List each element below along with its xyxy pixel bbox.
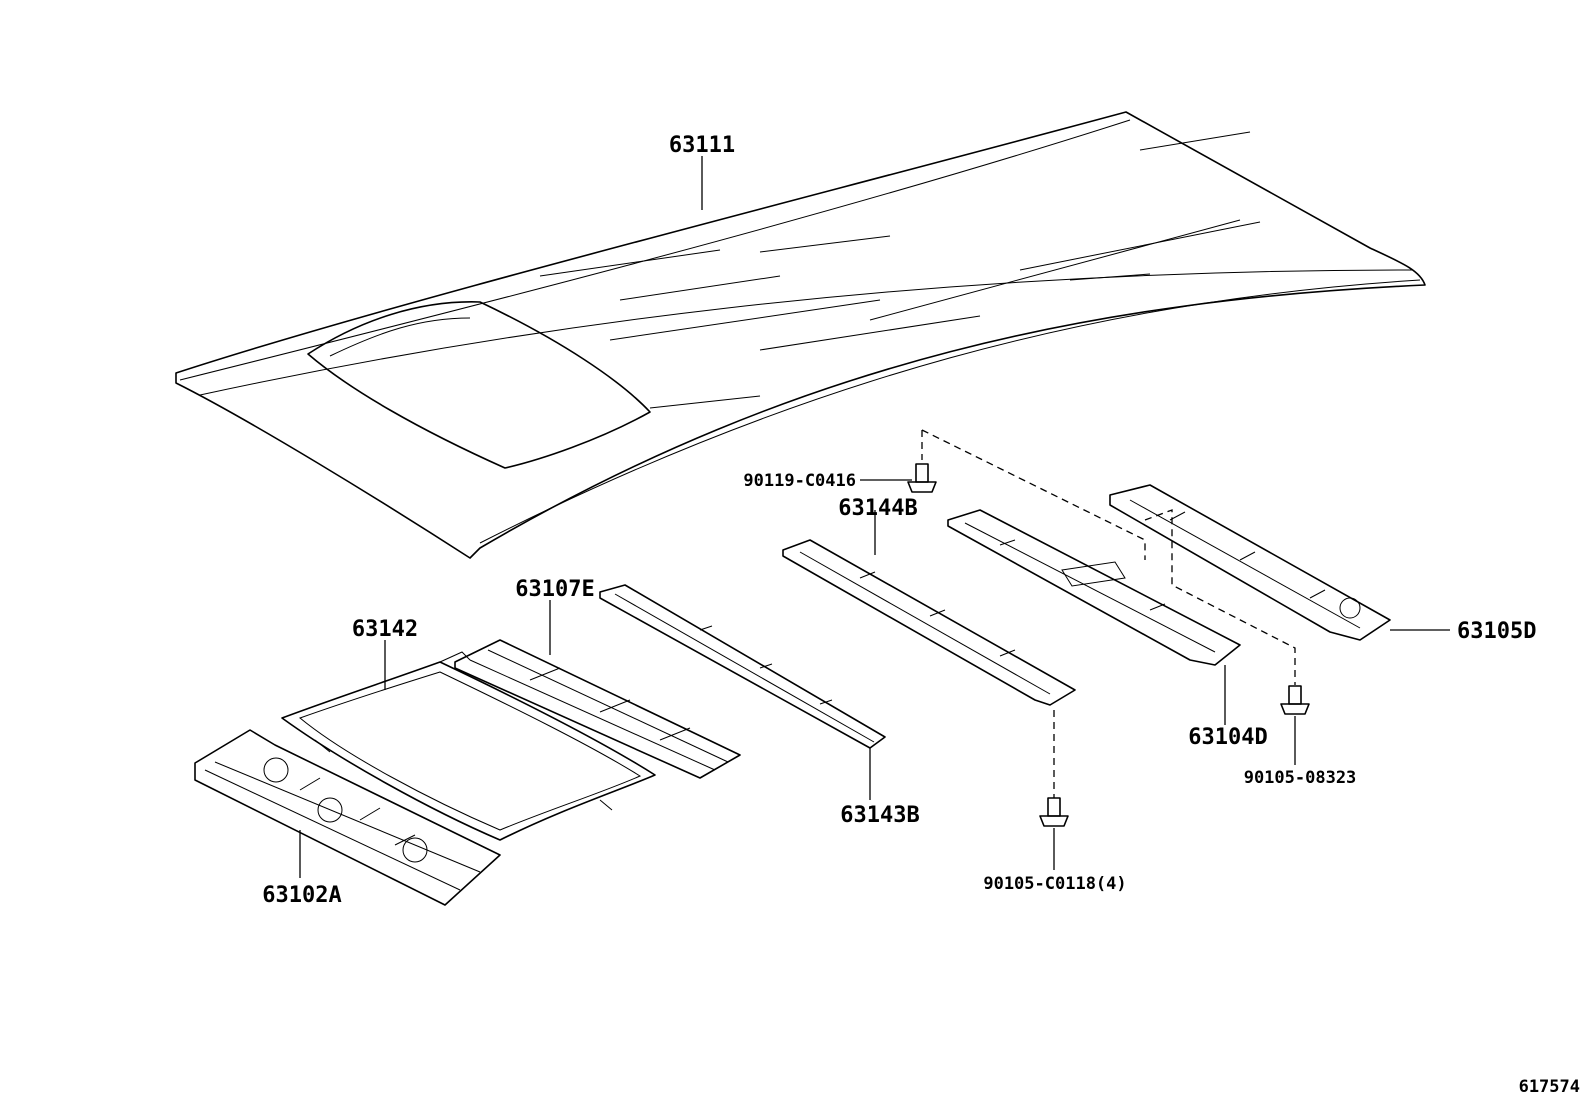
rear-header-panel-drawing — [454, 639, 741, 779]
bolt-bottom-icon — [1039, 797, 1069, 827]
alignment-dashes — [921, 429, 1296, 798]
bolt-top-icon — [907, 463, 937, 493]
roof-bow-center-drawing — [782, 539, 1076, 706]
callout-roof-bow-front: 63143B — [840, 803, 919, 828]
front-header-panel-drawing — [194, 729, 501, 906]
callout-bolt-bottom: 90105-C0118(4) — [983, 874, 1126, 894]
roof-bow-front-drawing — [599, 584, 886, 749]
roof-bow-rear-drawing — [947, 509, 1241, 666]
leader-lines — [299, 156, 1450, 878]
roof-panel-drawing — [175, 111, 1426, 559]
callout-rear-header-rail: 63105D — [1457, 619, 1536, 644]
callout-bolt-right: 90105-08323 — [1244, 768, 1357, 788]
sheet-number: 617574 — [1519, 1077, 1580, 1097]
callout-roof-panel: 63111 — [669, 133, 735, 158]
callout-roof-bow-rear: 63104D — [1188, 725, 1267, 750]
bolt-right-icon — [1280, 685, 1310, 715]
rear-header-rail-drawing — [1109, 484, 1391, 641]
callout-sunroof-reinforcement: 63142 — [352, 617, 418, 642]
callout-rear-header-panel: 63107E — [515, 577, 594, 602]
callout-bolt-top: 90119-C0416 — [743, 471, 856, 491]
sunroof-reinforcement-drawing — [281, 651, 656, 841]
callout-front-header-panel: 63102A — [262, 883, 341, 908]
callout-roof-bow-center: 63144B — [838, 496, 917, 521]
